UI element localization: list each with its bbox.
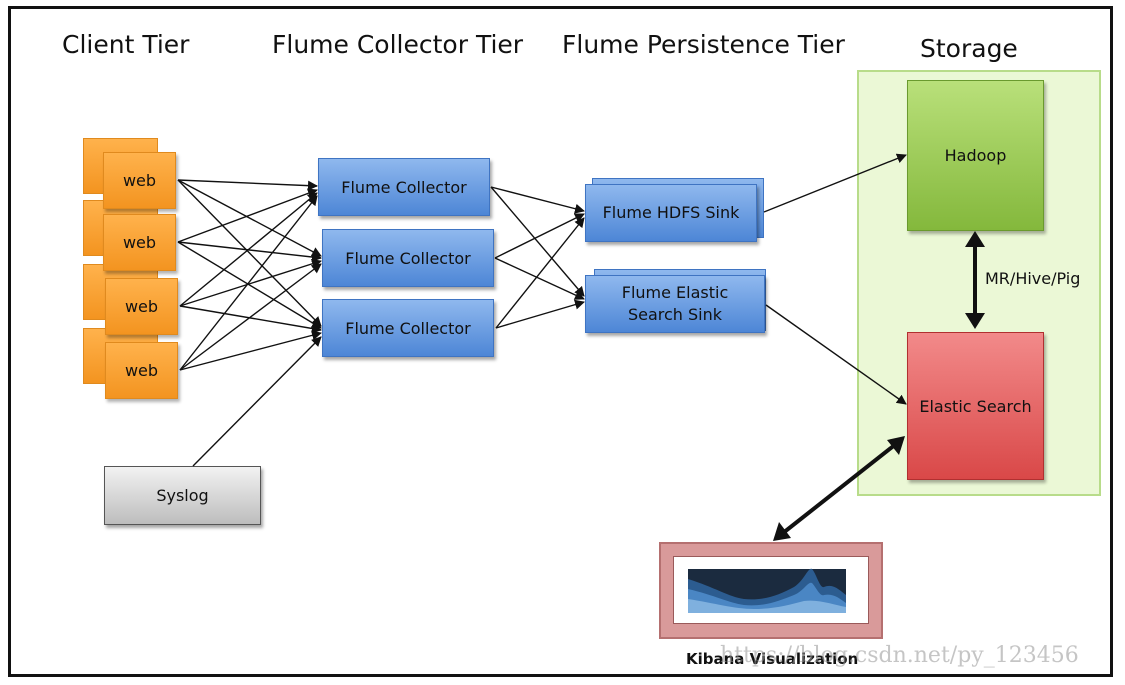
kibana-chart-thumbnail xyxy=(688,568,846,613)
hdfs-sink-node: Flume HDFS Sink xyxy=(585,184,757,242)
watermark: https://blog.csdn.net/py_123456 xyxy=(720,643,1079,668)
storage-tier-title: Storage xyxy=(920,34,1018,63)
web-node-label: web xyxy=(124,361,159,380)
flume-collector-label: Flume Collector xyxy=(341,177,467,197)
web-node: web xyxy=(103,152,176,209)
syslog-node: Syslog xyxy=(104,466,261,525)
kibana-frame xyxy=(659,542,883,639)
web-node: web xyxy=(105,278,178,335)
syslog-label: Syslog xyxy=(156,486,209,505)
persistence-tier-title: Flume Persistence Tier xyxy=(562,30,845,59)
elastic-search-label: Elastic Search xyxy=(919,396,1032,416)
flume-collector-node: Flume Collector xyxy=(322,229,494,287)
elastic-sink-node: Flume Elastic Search Sink xyxy=(585,275,765,333)
web-node-label: web xyxy=(124,297,159,316)
web-node-label: web xyxy=(122,171,157,190)
hdfs-sink-label: Flume HDFS Sink xyxy=(602,203,740,222)
elastic-sink-label-line1: Flume Elastic xyxy=(621,283,729,302)
kibana-label: Kibana Visualization xyxy=(686,650,859,668)
web-node: web xyxy=(105,342,178,399)
elastic-sink-label-line2: Search Sink xyxy=(627,305,723,324)
flume-collector-node: Flume Collector xyxy=(318,158,490,216)
web-node: web xyxy=(103,214,176,271)
web-node-label: web xyxy=(122,233,157,252)
hadoop-node: Hadoop xyxy=(907,80,1044,231)
mr-hive-pig-label: MR/Hive/Pig xyxy=(985,269,1081,288)
flume-collector-label: Flume Collector xyxy=(345,248,471,268)
collector-tier-title: Flume Collector Tier xyxy=(272,30,524,59)
client-tier-title: Client Tier xyxy=(62,30,190,59)
flume-collector-label: Flume Collector xyxy=(345,318,471,338)
hadoop-label: Hadoop xyxy=(944,146,1007,165)
flume-collector-node: Flume Collector xyxy=(322,299,494,357)
elastic-search-node: Elastic Search xyxy=(907,332,1044,480)
kibana-screenshot xyxy=(673,556,869,624)
